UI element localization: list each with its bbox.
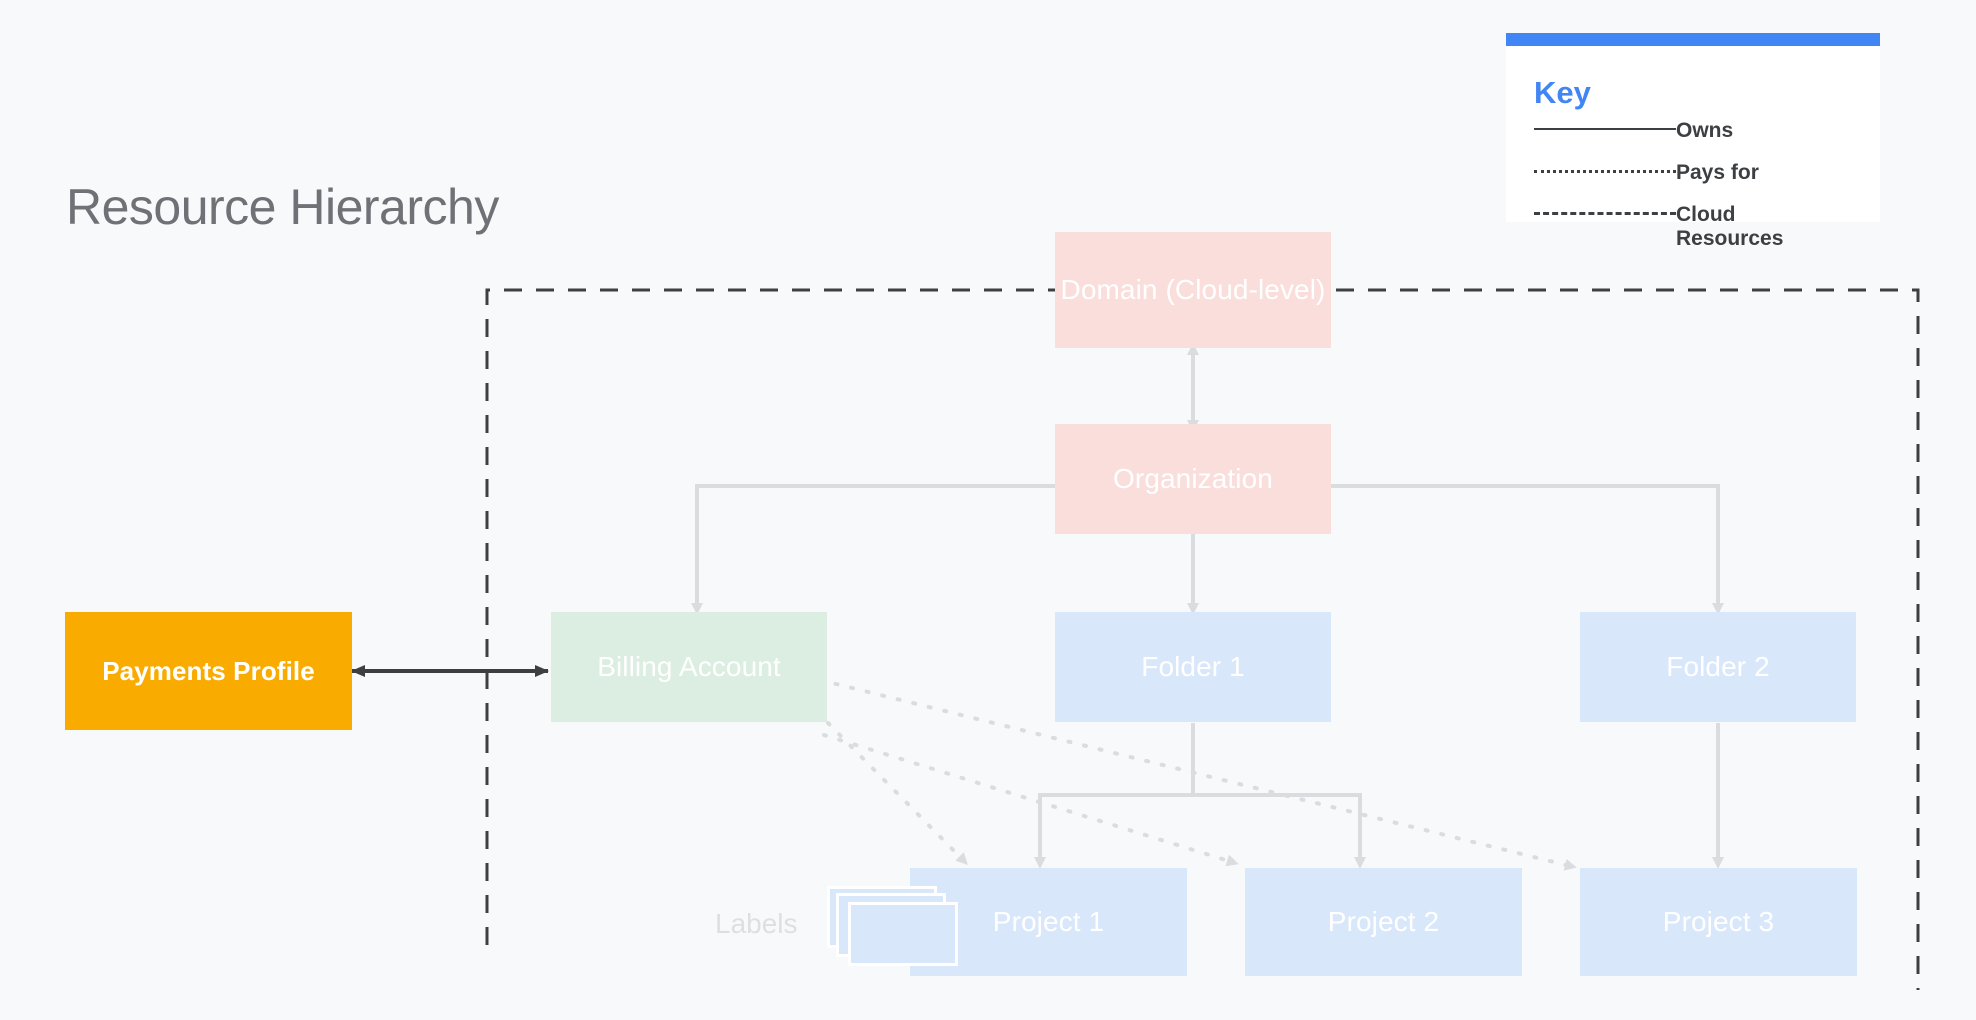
node-folder1[interactable]: Folder 1 [1055,612,1331,722]
dashed-line-icon [1534,203,1676,223]
edge-folder1-project2 [1191,723,1366,869]
key-legend: Key Owns Pays for Cloud Resources [1506,33,1880,250]
key-row-owns: Owns [1534,119,1864,145]
node-domain[interactable]: Domain (Cloud-level) [1055,232,1331,348]
node-organization[interactable]: Organization [1055,424,1331,534]
stacked-cards-icon [827,886,961,966]
key-accent-bar [1506,33,1880,46]
edge-folder1-project1 [1034,723,1195,869]
key-heading: Key [1534,75,1591,110]
labels-caption: Labels [715,908,798,939]
edge-billing-project1 [826,721,968,865]
key-row-pays-for: Pays for [1534,161,1864,187]
node-folder2[interactable]: Folder 2 [1580,612,1856,722]
page-title: Resource Hierarchy [66,179,499,235]
edge-billing-project2 [822,733,1239,867]
key-rows: Owns Pays for Cloud Resources [1534,119,1864,267]
key-label-pays-for: Pays for [1676,161,1759,184]
stacked-card-front [848,902,958,966]
key-row-cloud-resources: Cloud Resources [1534,203,1864,251]
node-payments-profile[interactable]: Payments Profile [65,612,352,730]
node-project3[interactable]: Project 3 [1580,868,1857,976]
node-billing-account[interactable]: Billing Account [551,612,827,722]
solid-line-icon [1534,119,1676,139]
dotted-line-icon [1534,161,1676,181]
node-project2[interactable]: Project 2 [1245,868,1522,976]
key-label-cloud-resources: Cloud Resources [1676,203,1784,250]
key-label-owns: Owns [1676,119,1734,142]
